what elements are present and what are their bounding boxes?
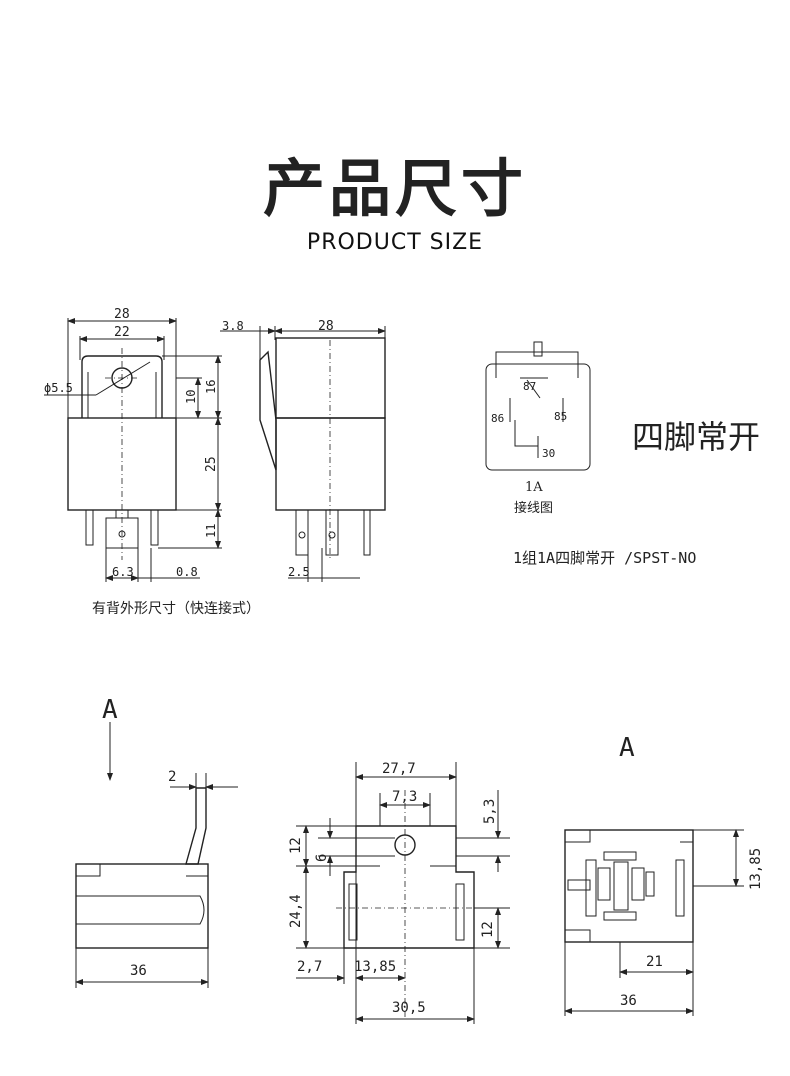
wiring-type-code: 1A bbox=[525, 480, 543, 495]
dim-2-5-side: 2.5 bbox=[288, 565, 310, 579]
spec-text: 1组1A四脚常开 /SPST-NO bbox=[513, 549, 697, 567]
dim-5-3: 5,3 bbox=[482, 799, 498, 824]
dim-3-8-side: 3.8 bbox=[222, 319, 244, 333]
pin-86-label: 86 bbox=[491, 412, 504, 425]
dim-21: 21 bbox=[646, 954, 663, 970]
view-label-a-right: A bbox=[619, 733, 635, 763]
dim-6: 6 bbox=[314, 854, 330, 862]
dim-12-top: 12 bbox=[288, 837, 304, 854]
dim-36-right: 36 bbox=[620, 993, 637, 1009]
dim-13-85-right: 13,85 bbox=[748, 848, 764, 890]
dim-7-3: 7,3 bbox=[392, 789, 417, 805]
dim-28-side: 28 bbox=[318, 319, 334, 334]
front-view-drawing bbox=[44, 318, 222, 582]
dim-25-front: 25 bbox=[204, 456, 219, 472]
dim-24-4: 24,4 bbox=[288, 894, 304, 928]
dim-hole-diameter: ϕ5.5 bbox=[44, 381, 73, 395]
dim-13-85-middle: 13,85 bbox=[354, 959, 396, 975]
bottom-left-view-drawing bbox=[75, 722, 238, 988]
dim-30-5: 30,5 bbox=[392, 1000, 426, 1016]
pin-87-label: 87 bbox=[523, 380, 536, 393]
relay-type-label: 四脚常开 bbox=[632, 418, 761, 456]
dim-22-front: 22 bbox=[114, 325, 130, 340]
page-title-cn: 产品尺寸 bbox=[262, 152, 527, 225]
dim-0-8-front: 0.8 bbox=[176, 565, 198, 579]
dim-2-7: 2,7 bbox=[297, 959, 322, 975]
dim-16-front: 16 bbox=[204, 380, 218, 394]
side-view-drawing bbox=[220, 326, 386, 582]
dim-28-front: 28 bbox=[114, 307, 130, 322]
page-title-en: PRODUCT SIZE bbox=[306, 230, 484, 255]
dim-2-left: 2 bbox=[168, 769, 176, 785]
bottom-middle-view-drawing bbox=[296, 762, 510, 1024]
dim-27-7: 27,7 bbox=[382, 761, 416, 777]
wiring-diagram bbox=[485, 341, 591, 471]
view-label-a-left: A bbox=[102, 695, 118, 725]
dim-36-left: 36 bbox=[130, 963, 147, 979]
front-view-caption: 有背外形尺寸（快连接式） bbox=[92, 601, 260, 617]
wiring-diagram-label: 接线图 bbox=[514, 501, 554, 516]
dim-10-front: 10 bbox=[184, 390, 198, 404]
dim-11-front: 11 bbox=[204, 524, 218, 538]
pin-85-label: 85 bbox=[554, 410, 567, 423]
bottom-right-view-drawing bbox=[564, 829, 744, 1016]
pin-30-label: 30 bbox=[542, 447, 555, 460]
dim-12-right: 12 bbox=[480, 921, 496, 938]
dim-6-3-front: 6.3 bbox=[112, 565, 134, 579]
